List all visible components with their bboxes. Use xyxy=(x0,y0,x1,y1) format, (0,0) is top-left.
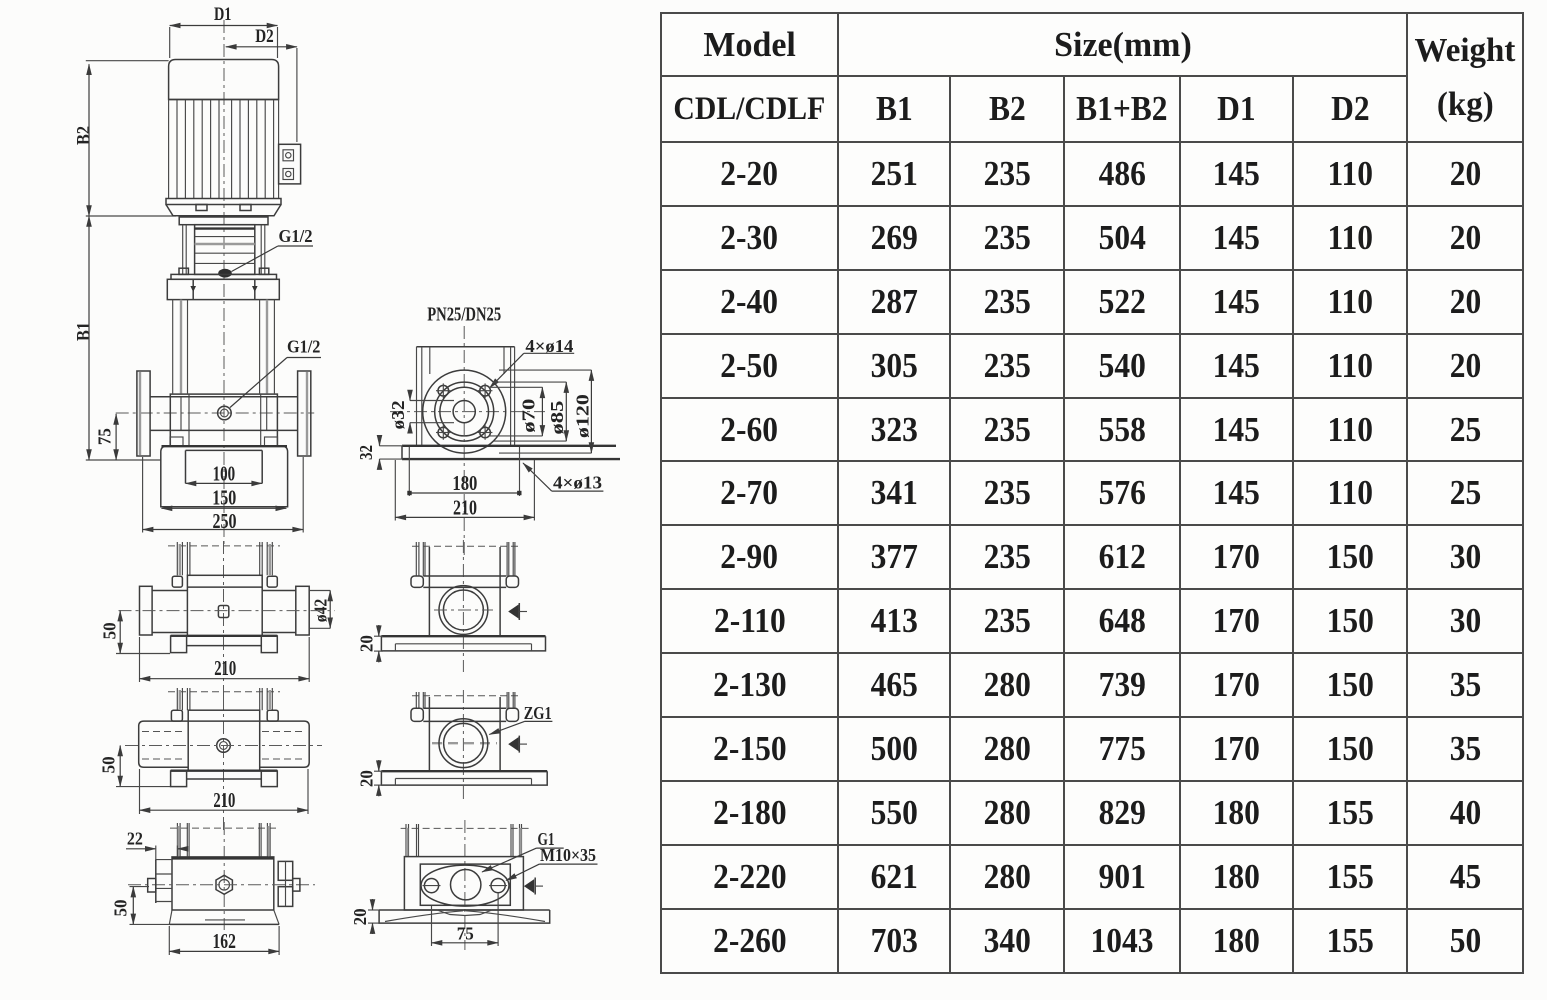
svg-text:50: 50 xyxy=(111,900,131,917)
svg-text:G1: G1 xyxy=(538,829,555,849)
svg-text:150: 150 xyxy=(212,486,236,510)
svg-text:20: 20 xyxy=(350,908,370,925)
svg-text:32: 32 xyxy=(356,445,376,460)
svg-text:50: 50 xyxy=(98,756,118,773)
svg-text:4×ø14: 4×ø14 xyxy=(525,336,573,356)
svg-text:162: 162 xyxy=(213,929,236,953)
svg-text:75: 75 xyxy=(457,924,474,944)
svg-text:20: 20 xyxy=(357,770,377,787)
svg-text:210: 210 xyxy=(453,496,477,520)
svg-text:210: 210 xyxy=(213,788,235,812)
svg-text:75: 75 xyxy=(95,428,115,445)
svg-text:G1/2: G1/2 xyxy=(287,337,320,357)
svg-text:180: 180 xyxy=(452,471,477,495)
svg-text:22: 22 xyxy=(127,828,143,848)
svg-text:4×ø13: 4×ø13 xyxy=(553,473,602,493)
svg-text:PN25/DN25: PN25/DN25 xyxy=(427,304,501,326)
svg-text:20: 20 xyxy=(357,635,377,652)
svg-text:ZG1: ZG1 xyxy=(524,703,552,723)
svg-text:B1: B1 xyxy=(74,322,95,341)
svg-text:50: 50 xyxy=(100,622,120,639)
svg-text:D2: D2 xyxy=(255,26,274,47)
svg-text:ø32: ø32 xyxy=(388,401,408,430)
svg-text:M10×35: M10×35 xyxy=(540,845,596,865)
svg-text:ø85: ø85 xyxy=(547,401,567,435)
svg-text:ø120: ø120 xyxy=(573,394,593,438)
svg-text:ø70: ø70 xyxy=(518,399,538,433)
svg-text:B2: B2 xyxy=(74,126,95,145)
svg-text:D1: D1 xyxy=(214,4,232,25)
svg-text:210: 210 xyxy=(214,656,236,680)
svg-text:100: 100 xyxy=(213,462,236,486)
svg-text:250: 250 xyxy=(213,509,237,533)
svg-text:G1/2: G1/2 xyxy=(279,226,313,246)
